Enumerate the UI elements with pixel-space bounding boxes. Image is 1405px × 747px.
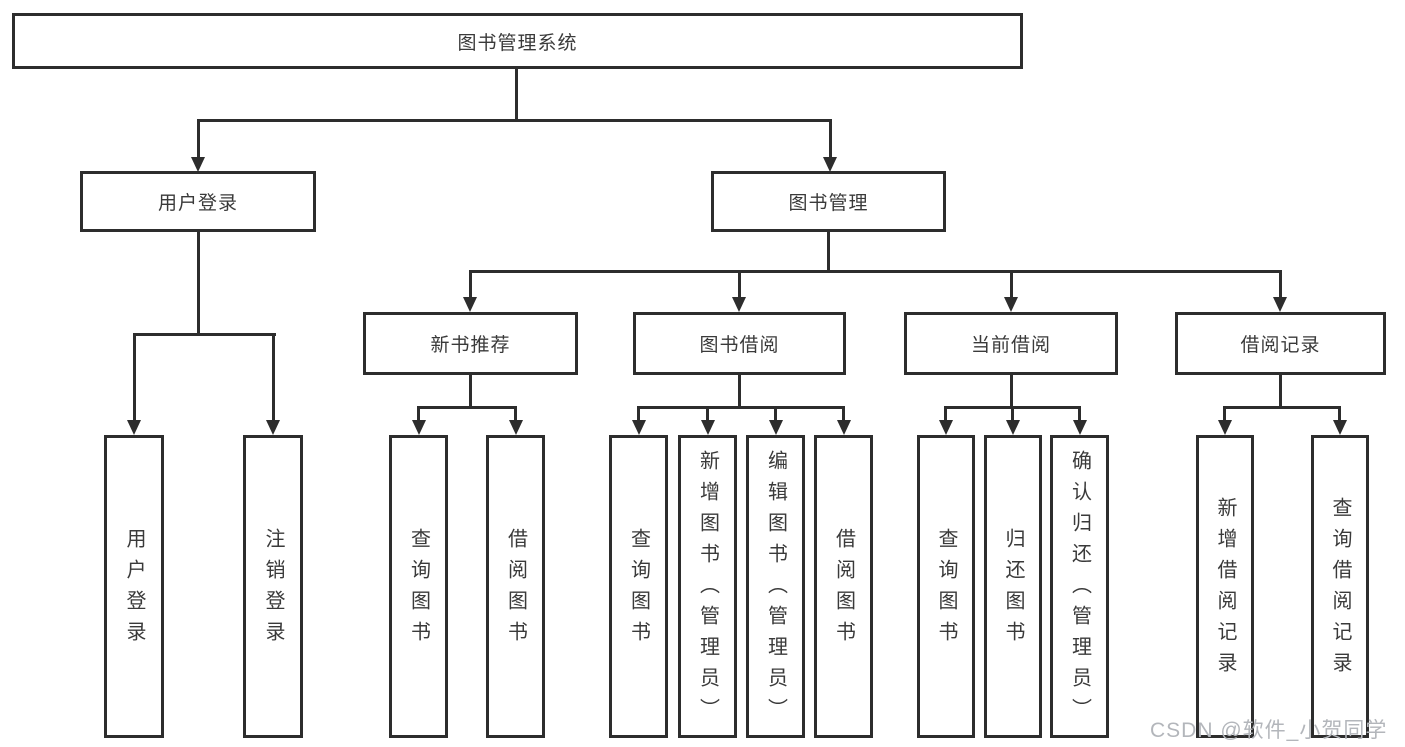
connector-userlogin-horizontal [133,333,276,336]
leaf-return-books: 归还图书 [984,435,1042,738]
connector-mgmt-vertical [827,232,830,273]
node-label: 编辑图书（管理员） [764,450,787,729]
arrowhead-down-icon [1073,420,1087,435]
leaf-logout: 注销登录 [243,435,303,738]
connector-drop-leaf [514,406,517,420]
connector-drop-borrow [738,270,741,298]
connector-drop-leaf [774,406,777,420]
node-label: 归还图书 [1002,527,1024,652]
arrowhead-down-icon [823,157,837,172]
connector-drop-records [1279,270,1282,298]
connector-horizontal [418,406,517,409]
node-label: 查询图书 [407,527,430,652]
connector-drop-leaf [1223,406,1226,420]
node-borrowing-records: 借阅记录 [1175,312,1386,375]
arrowhead-down-icon [1273,297,1287,312]
node-root-book-management-system: 图书管理系统 [12,13,1023,69]
node-label: 图书管理 [788,193,869,214]
connector-vertical [738,375,741,409]
arrowhead-down-icon [632,420,646,435]
arrowhead-down-icon [701,420,715,435]
arrowhead-down-icon [191,157,205,172]
arrowhead-down-icon [769,420,783,435]
node-label: 图书管理系统 [457,32,578,54]
node-book-borrowing: 图书借阅 [633,312,846,375]
arrowhead-down-icon [463,297,477,312]
node-label: 确认归还（管理员） [1068,450,1091,729]
connector-userlogin-vertical [197,232,200,336]
connector-drop-leaf [1011,406,1014,420]
node-label: 借阅图书 [832,527,855,652]
node-label: 注销登录 [262,527,284,652]
arrowhead-down-icon [1218,420,1232,435]
leaf-add-books-admin: 新增图书（管理员） [678,435,737,738]
connector-horizontal [1224,406,1341,409]
node-label: 用户登录 [123,527,145,652]
node-label: 查询借阅记录 [1329,496,1351,683]
leaf-edit-books-admin: 编辑图书（管理员） [746,435,805,738]
connector-drop-leaf [417,406,420,420]
node-label: 新书推荐 [430,335,511,356]
connector-drop-leaf [1078,406,1081,420]
node-label: 当前借阅 [970,335,1051,356]
leaf-user-login: 用户登录 [104,435,164,738]
node-label: 新增图书（管理员） [696,450,719,729]
leaf-query-borrow-record: 查询借阅记录 [1311,435,1369,738]
node-label: 用户登录 [157,193,238,214]
connector-drop-leaf [842,406,845,420]
node-label: 图书借阅 [699,335,780,356]
connector-mgmt-horizontal [469,270,1282,273]
arrowhead-down-icon [732,297,746,312]
node-label: 查询图书 [935,527,957,652]
leaf-query-books-recommend: 查询图书 [389,435,448,738]
arrowhead-down-icon [1006,420,1020,435]
node-new-book-recommendation: 新书推荐 [363,312,578,375]
node-current-borrowing: 当前借阅 [904,312,1118,375]
connector-drop-book-management [829,119,832,159]
connector-root-vertical [515,68,518,121]
node-book-management-branch: 图书管理 [711,171,946,232]
leaf-query-books-borrowing: 查询图书 [609,435,668,738]
connector-drop-leaf [272,333,275,420]
connector-vertical [1279,375,1282,409]
node-label: 借阅图书 [504,527,527,652]
arrowhead-down-icon [412,420,426,435]
arrowhead-down-icon [837,420,851,435]
csdn-watermark: CSDN @软件_小贺同学 [1150,719,1388,742]
connector-vertical [1010,375,1013,409]
leaf-borrow-books-recommend: 借阅图书 [486,435,545,738]
connector-drop-leaf [133,333,136,420]
node-label: 查询图书 [627,527,650,652]
connector-drop-leaf [706,406,709,420]
leaf-borrow-books: 借阅图书 [814,435,873,738]
node-label: 借阅记录 [1240,335,1321,356]
connector-vertical [469,375,472,409]
connector-horizontal [638,406,845,409]
arrowhead-down-icon [509,420,523,435]
connector-drop-leaf [944,406,947,420]
connector-drop-leaf [1338,406,1341,420]
arrowhead-down-icon [939,420,953,435]
connector-drop-current [1010,270,1013,298]
node-user-login-branch: 用户登录 [80,171,316,232]
arrowhead-down-icon [266,420,280,435]
connector-root-horizontal [197,119,832,122]
leaf-add-borrow-record: 新增借阅记录 [1196,435,1254,738]
arrowhead-down-icon [1333,420,1347,435]
connector-drop-leaf [637,406,640,420]
node-label: 新增借阅记录 [1214,496,1236,683]
connector-drop-newbook [469,270,472,298]
arrowhead-down-icon [127,420,141,435]
leaf-confirm-return-admin: 确认归还（管理员） [1050,435,1109,738]
arrowhead-down-icon [1004,297,1018,312]
leaf-query-books-current: 查询图书 [917,435,975,738]
connector-drop-user-login [197,119,200,159]
